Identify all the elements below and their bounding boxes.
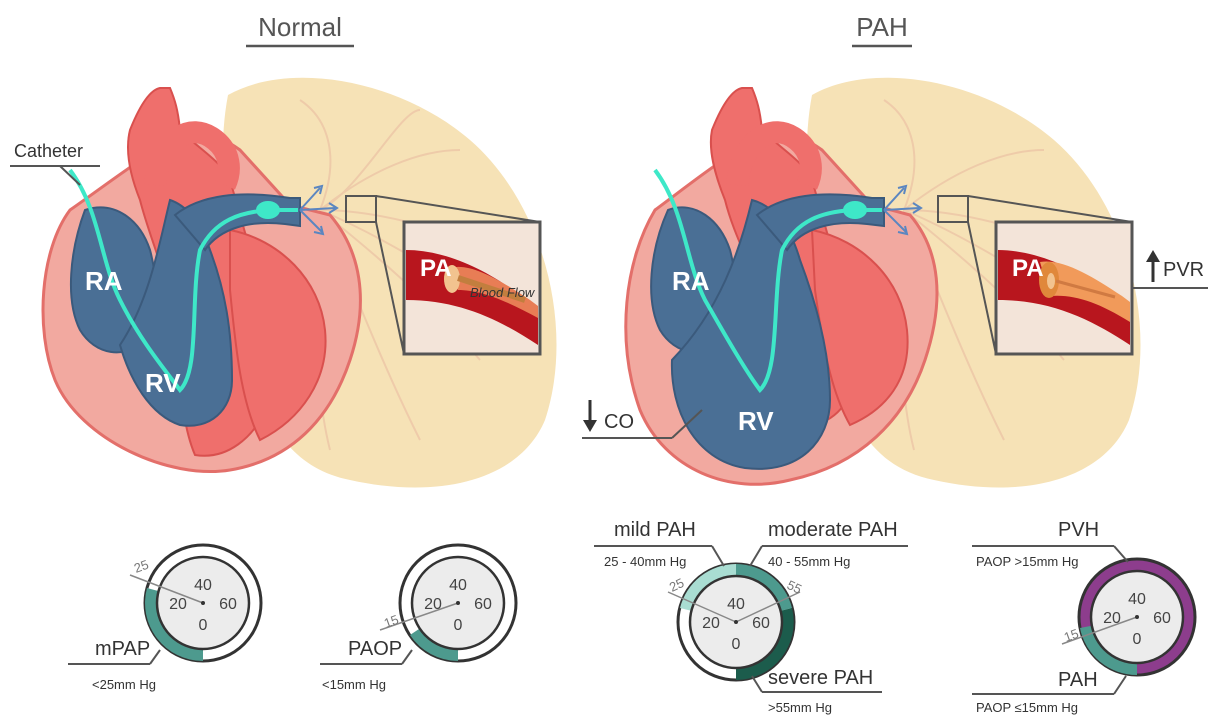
paop-sub: <15mm Hg <box>322 677 386 692</box>
mpap-label: mPAP <box>95 638 150 660</box>
normal-title: Normal <box>258 12 342 42</box>
normal-panel: Normal <box>10 12 556 488</box>
normal-pa-label: PA <box>420 255 452 282</box>
normal-ra-label: RA <box>85 266 123 296</box>
pvh-pah-gauge: 40 20 60 0 15 PVH PAOP >15mm Hg PAH PAOP… <box>972 519 1195 715</box>
paop-gauge: 40 20 60 0 15 PAOP <15mm Hg <box>320 545 516 692</box>
pah-catheter-balloon <box>843 201 867 219</box>
pah-sev-tick-60: 60 <box>752 615 770 632</box>
paop-tick-40: 40 <box>449 577 467 594</box>
mpap-tick-40: 40 <box>194 577 212 594</box>
pah-gauge-sub: PAOP ≤15mm Hg <box>976 700 1078 715</box>
normal-pa-inset: Blood Flow PA <box>404 222 540 354</box>
mpap-tick-20: 20 <box>169 596 187 613</box>
moderate-pah-sub: 40 - 55mm Hg <box>768 554 850 569</box>
pvr-indicator: PVR <box>1132 250 1208 288</box>
severe-pah-sub: >55mm Hg <box>768 700 832 715</box>
catheter-label: Catheter <box>14 141 83 161</box>
pah-sev-tick-0: 0 <box>732 636 741 653</box>
moderate-pah-label: moderate PAH <box>768 519 898 541</box>
catheter-label-pointer <box>60 166 80 185</box>
paop-tick-20: 20 <box>424 596 442 613</box>
pah-sev-marker-a: 25 <box>667 575 686 595</box>
mpap-tick-60: 60 <box>219 596 237 613</box>
pah-title: PAH <box>856 12 908 42</box>
pah-panel: PAH <box>582 12 1208 488</box>
mpap-sub: <25mm Hg <box>92 677 156 692</box>
pah-sev-tick-40: 40 <box>727 596 745 613</box>
mpap-tick-0: 0 <box>199 617 208 634</box>
pah-gauge-label: PAH <box>1058 669 1098 691</box>
pvh-tick-40: 40 <box>1128 591 1146 608</box>
pvh-sub: PAOP >15mm Hg <box>976 554 1078 569</box>
pvr-label: PVR <box>1163 259 1204 281</box>
pvh-marker: 15 <box>1062 626 1081 645</box>
pah-rv-label: RV <box>738 406 774 436</box>
paop-tick-0: 0 <box>454 617 463 634</box>
mpap-gauge: 40 20 60 0 25 mPAP <25mm Hg <box>68 545 261 692</box>
paop-tick-60: 60 <box>474 596 492 613</box>
pah-ra-label: RA <box>672 266 710 296</box>
pvh-tick-0: 0 <box>1133 631 1142 648</box>
mild-pah-sub: 25 - 40mm Hg <box>604 554 686 569</box>
pah-severity-gauge: 40 20 60 0 25 55 mild PAH 25 - 40mm Hg m… <box>594 519 908 715</box>
pah-pa-label: PA <box>1012 255 1044 282</box>
normal-catheter-balloon <box>256 201 280 219</box>
pah-sev-tick-20: 20 <box>702 615 720 632</box>
mpap-marker: 25 <box>132 557 151 576</box>
severe-pah-label: severe PAH <box>768 667 873 689</box>
pvh-tick-60: 60 <box>1153 610 1171 627</box>
normal-rv-label: RV <box>145 368 181 398</box>
pvh-label: PVH <box>1058 519 1099 541</box>
mild-pah-label: mild PAH <box>614 519 696 541</box>
normal-flow-label: Blood Flow <box>470 285 536 300</box>
paop-label: PAOP <box>348 638 402 660</box>
pah-pa-inset: PA <box>996 222 1132 354</box>
co-label: CO <box>604 411 634 433</box>
